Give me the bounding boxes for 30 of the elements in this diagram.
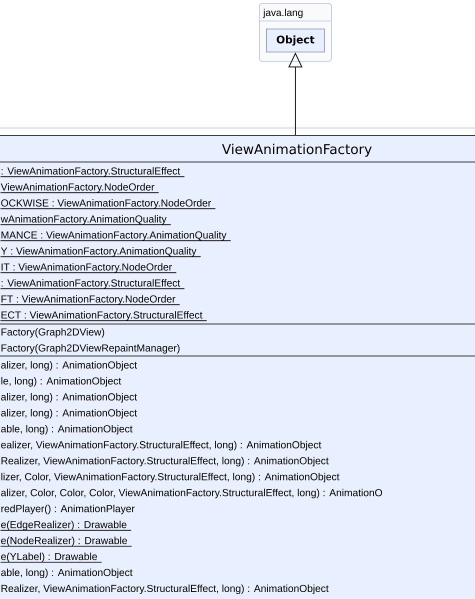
member-text: alizer, long) : AnimationObject: [1, 409, 138, 418]
member-text: Factory(Graph2DView): [2, 328, 104, 338]
class-box: [0, 135, 475, 599]
underlined-member-text: FT : ViewAnimationFactory.NodeOrder: [0, 295, 180, 306]
member-text: able, long) : AnimationObject: [1, 424, 133, 434]
member-text: alizer, long) : AnimationObject: [1, 361, 138, 371]
member-text: alizer, long) : AnimationObject: [1, 393, 138, 403]
member-text: Factory(Graph2DViewRepaintManager): [2, 344, 180, 354]
member-text: alizer, Color, Color, Color, ViewAnimationFactory.StructuralEffect, long) : AnimationO: [1, 488, 382, 498]
member-text: able, long) : AnimationObject: [1, 568, 133, 578]
member-text: Realizer, ViewAnimationFactory.StructuralEffect, long) : AnimationObject: [2, 456, 329, 466]
class-name: ViewAnimationFactory: [222, 144, 372, 157]
member-text: redPlayer() : AnimationPlayer: [1, 504, 135, 514]
underlined-member-text: ECT : ViewAnimationFactory.StructuralEffect: [0, 311, 208, 322]
underlined-member-text: OCKWISE : ViewAnimationFactory.NodeOrder: [0, 199, 216, 210]
underlined-member-text: ViewAnimationFactory.NodeOrder: [0, 183, 160, 194]
underlined-member-text: e(NodeRealizer) : Drawable: [0, 536, 132, 547]
underlined-member-text: : ViewAnimationFactory.StructuralEffect: [0, 279, 185, 290]
underlined-member-text: IT : ViewAnimationFactory.NodeOrder: [0, 263, 177, 274]
class-box: Object: [266, 28, 325, 52]
underlined-member-text: e(YLabel) : Drawable: [0, 552, 102, 563]
underlined-member-text: e(EdgeRealizer) : Drawable: [0, 520, 132, 531]
underlined-member-text: : ViewAnimationFactory.StructuralEffect: [0, 167, 185, 178]
member-text: ealizer, ViewAnimationFactory.StructuralEffect, long) : AnimationObject: [1, 440, 322, 450]
underlined-member-text: Y : ViewAnimationFactory.AnimationQuality: [0, 247, 202, 258]
member-text: Realizer, ViewAnimationFactory.StructuralEffect, long) : AnimationObject: [2, 584, 329, 594]
member-text: lizer, Color, ViewAnimationFactory.StructuralEffect, long) : AnimationObject: [1, 472, 340, 482]
underlined-member-text: MANCE : ViewAnimationFactory.AnimationQuality: [0, 231, 232, 242]
member-text: le, long) : AnimationObject: [1, 377, 122, 387]
underlined-member-text: wAnimationFactory.AnimationQuality: [0, 215, 172, 226]
